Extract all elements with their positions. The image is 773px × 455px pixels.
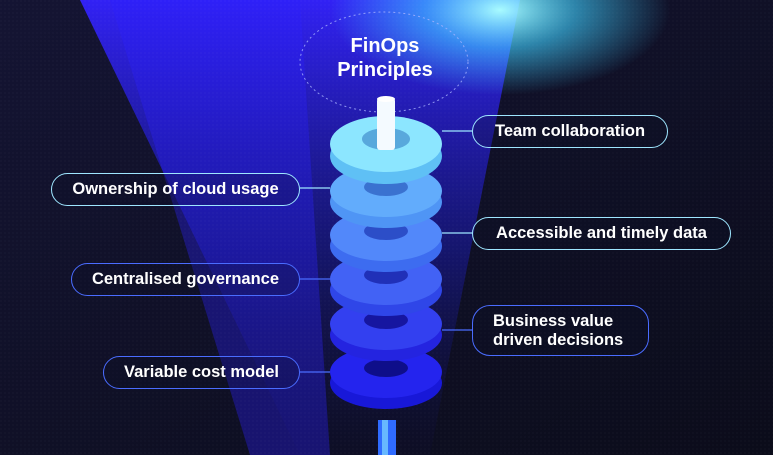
principle-centralised-governance: Centralised governance [71, 263, 300, 296]
principle-business-value-decisions: Business value driven decisions [472, 305, 649, 356]
business-value-line-1: Business value [493, 311, 614, 330]
principle-ownership-of-cloud-usage: Ownership of cloud usage [51, 173, 300, 206]
title-line-1: FinOps [350, 35, 420, 57]
principle-variable-cost-model: Variable cost model [103, 356, 300, 389]
principle-accessible-timely-data: Accessible and timely data [472, 217, 731, 250]
spring-coil-icon [330, 96, 442, 409]
principle-team-collaboration: Team collaboration [472, 115, 668, 148]
diagram-title: FinOps Principles [300, 34, 470, 82]
title-line-2: Principles [337, 59, 433, 81]
business-value-line-2: driven decisions [493, 330, 624, 349]
